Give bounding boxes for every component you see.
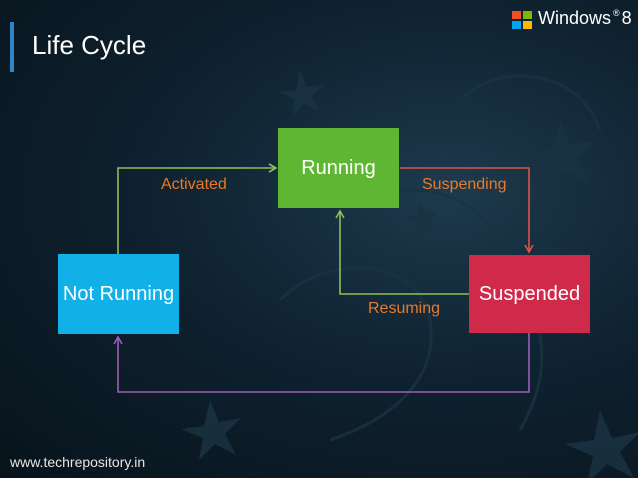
windows-flag-blue — [512, 21, 521, 29]
flower-decoration — [527, 120, 595, 188]
logo-registered-mark: ® — [613, 8, 620, 18]
resuming-label: Resuming — [368, 300, 441, 317]
logo-version: 8 — [621, 8, 632, 28]
flower-decoration — [565, 410, 638, 478]
activated-label: Activated — [161, 176, 227, 193]
title-accent-bar — [10, 22, 14, 72]
slide-title: Life Cycle — [32, 30, 147, 60]
flower-decoration — [181, 400, 241, 460]
terminated-arrow — [113, 333, 530, 393]
node-not-running: Not Running — [58, 254, 179, 334]
node-suspended: Suspended — [469, 255, 590, 333]
windows-flag-green — [523, 11, 532, 19]
suspending-arrow — [400, 167, 534, 254]
activated-arrow — [117, 163, 278, 254]
windows-logo-text: Windows®8 — [538, 8, 632, 29]
swirl-decoration — [278, 266, 433, 442]
windows-flag-yellow — [523, 21, 532, 29]
flower-decoration — [403, 200, 440, 237]
resuming-arrow — [335, 209, 469, 295]
footer-url[interactable]: www.techrepository.in — [10, 454, 146, 470]
logo-wordmark: Windows — [538, 8, 612, 28]
flower-decoration — [278, 70, 324, 116]
swirl-decoration — [458, 74, 602, 131]
node-running: Running — [278, 128, 399, 208]
suspending-label: Suspending — [422, 176, 507, 193]
windows-flag-red — [512, 11, 521, 19]
